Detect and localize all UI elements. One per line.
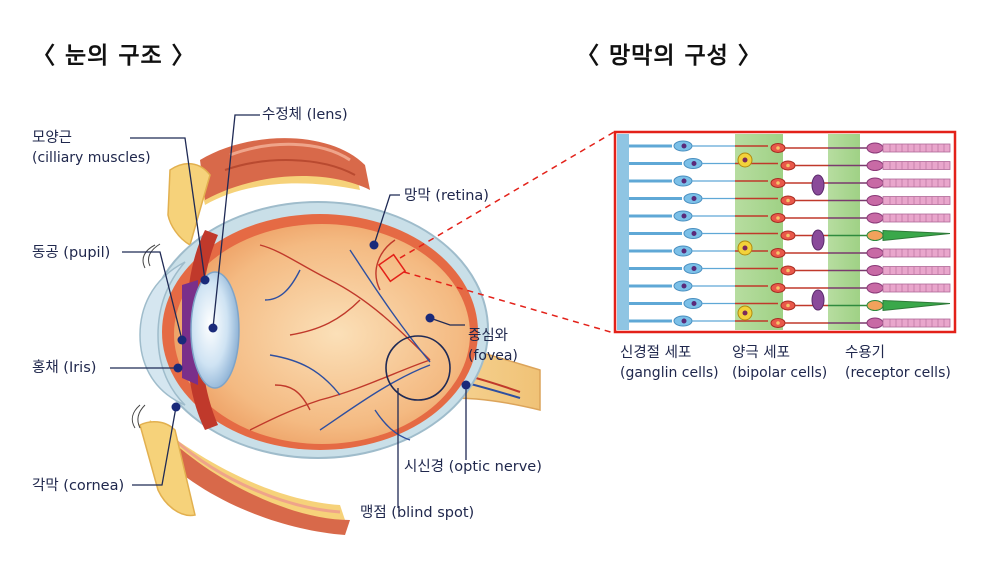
receptor-cell — [866, 317, 884, 329]
leader-dots — [171, 240, 471, 412]
iris-label: 홍채 (Iris) — [32, 360, 97, 376]
eye-structure-title: 〈 눈의 구조 〉 — [32, 43, 196, 69]
ciliary-en: (cilliary muscles) — [32, 150, 151, 166]
retina-zoom-marker — [377, 253, 407, 283]
leader-lines — [110, 114, 467, 508]
horizontal-cell — [811, 289, 825, 311]
fovea-en: (fovea) — [468, 348, 518, 364]
fovea-ko: 중심와 — [468, 328, 509, 344]
retinal-vessels — [249, 239, 431, 441]
receptor-cell — [866, 230, 884, 241]
ganglion-ko: 신경절 세포 — [620, 345, 692, 361]
receptor-cell — [866, 160, 884, 171]
receptor-cells-label: 수용기 (receptor cells) — [845, 343, 951, 383]
retina-cross-section — [613, 130, 957, 334]
ciliary-ko: 모양근 — [32, 130, 73, 146]
upper-eye-muscle — [167, 138, 370, 247]
bipolar-en: (bipolar cells) — [732, 365, 828, 381]
cornea-label: 각막 (cornea) — [32, 478, 125, 494]
horizontal-cell — [811, 229, 825, 251]
ganglion-en: (ganglin cells) — [620, 365, 719, 381]
horizontal-cell — [811, 174, 825, 196]
retina-label: 망막 (retina) — [404, 188, 489, 204]
optic-nerve-label: 시신경 (optic nerve) — [404, 459, 542, 475]
receptor-cell — [866, 177, 884, 189]
fovea-label: 중심와 (fovea) — [468, 326, 518, 366]
receptor-cell — [866, 195, 884, 206]
receptor-cell — [866, 300, 884, 311]
ciliary-muscles-label: 모양근 (cilliary muscles) — [32, 128, 151, 168]
bipolar-cells — [735, 143, 828, 328]
ganglion-cells-label: 신경절 세포 (ganglin cells) — [620, 343, 719, 383]
lens-label: 수정체 (lens) — [262, 107, 348, 123]
fovea-circle — [385, 335, 451, 401]
vitreous-body — [174, 224, 470, 444]
blind-spot-label: 맹점 (blind spot) — [360, 505, 475, 521]
receptor-cell — [866, 247, 884, 259]
bipolar-ko: 양극 세포 — [732, 345, 790, 361]
retina-composition-title: 〈 망막의 구성 〉 — [576, 43, 762, 69]
receptor-cell — [866, 282, 884, 294]
receptor-cells — [828, 142, 951, 329]
cornea-shape — [139, 261, 186, 406]
receptor-cell — [866, 265, 884, 276]
receptor-cell — [866, 212, 884, 224]
bipolar-cells-label: 양극 세포 (bipolar cells) — [732, 343, 827, 383]
receptor-ko: 수용기 — [845, 345, 886, 361]
receptor-cell — [866, 142, 884, 154]
receptor-en: (receptor cells) — [845, 365, 951, 381]
pupil-label: 동공 (pupil) — [32, 245, 111, 261]
ganglion-cells — [629, 140, 735, 327]
